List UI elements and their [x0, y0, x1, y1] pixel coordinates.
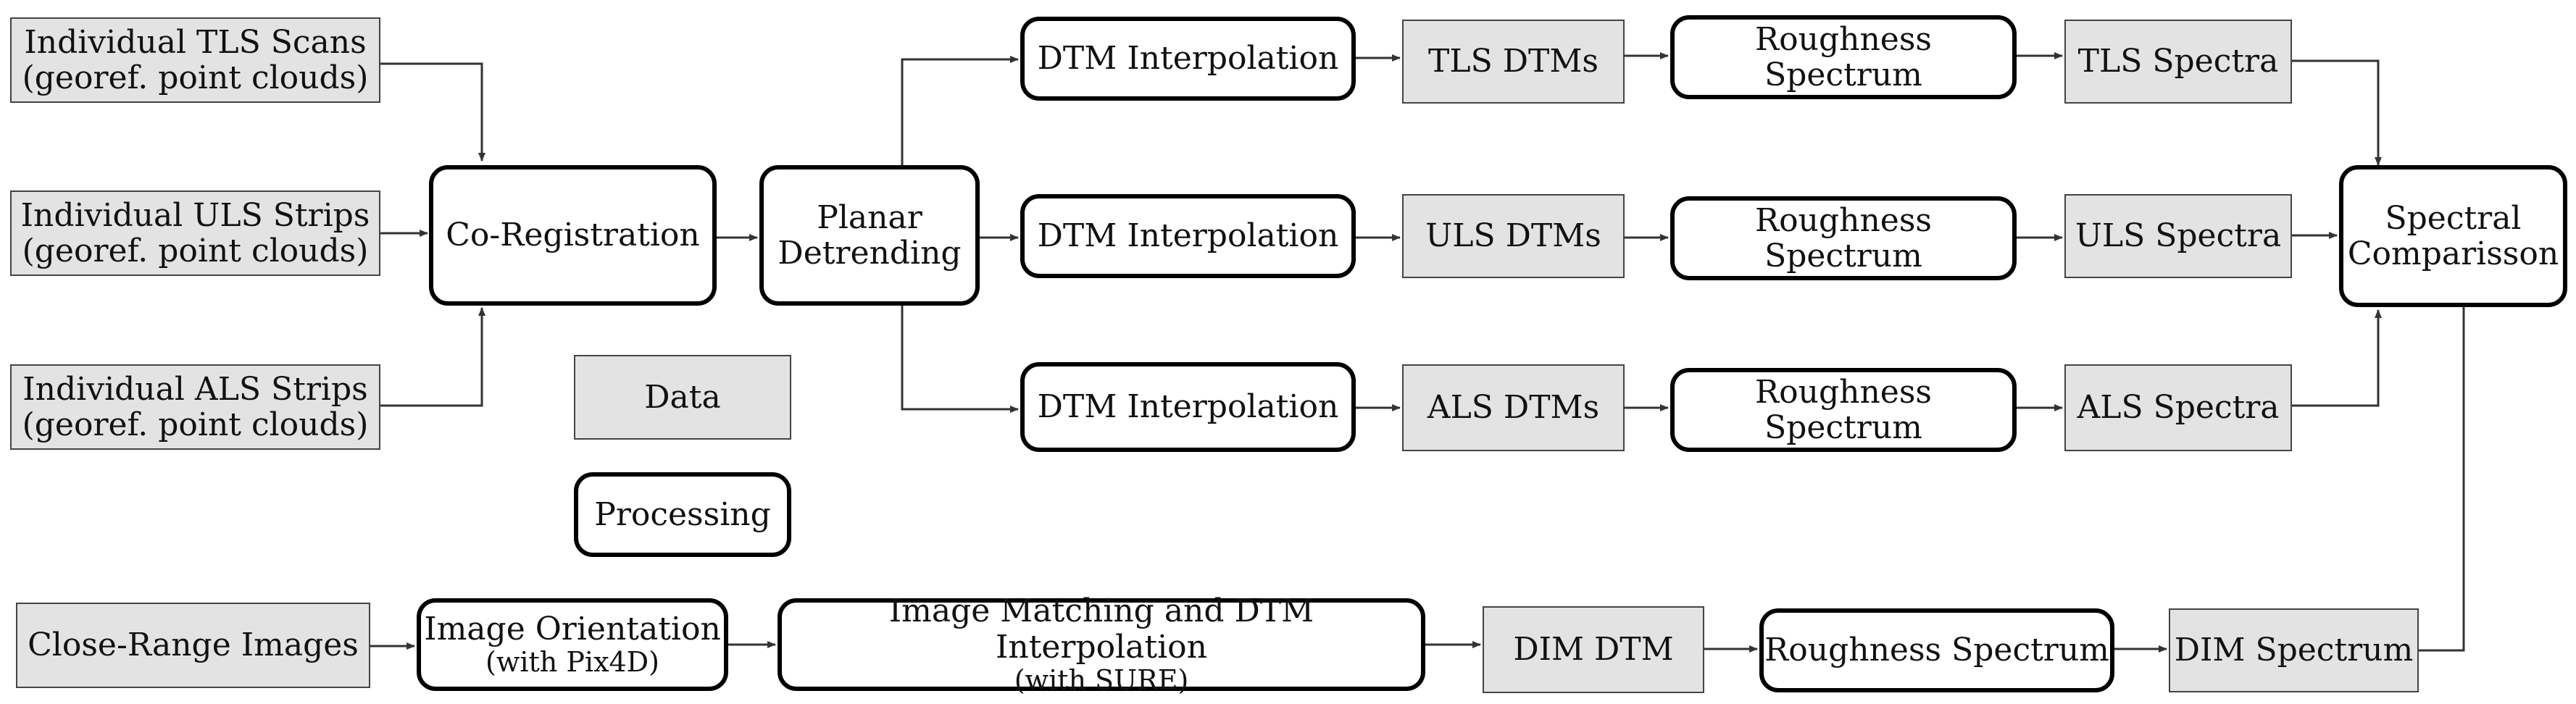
- comparison-line2: Comparisson: [2347, 235, 2559, 272]
- tls-dtms-label: TLS DTMs: [1428, 43, 1598, 80]
- arrow-detrend-to-als-interp: [901, 304, 1019, 413]
- arrow-als-to-coreg: [380, 307, 485, 407]
- arrow-tls-spectra-to-comparison: [2292, 59, 2382, 166]
- dim-roughness-spectrum: Roughness Spectrum: [1759, 608, 2114, 692]
- uls-interp-label: DTM Interpolation: [1037, 217, 1339, 255]
- als-interp-label: DTM Interpolation: [1037, 388, 1339, 426]
- input-tls-line1: Individual TLS Scans: [24, 23, 367, 61]
- orientation-line2: (with Pix4D): [485, 646, 659, 679]
- tls-rough-label: Roughness Spectrum: [1755, 20, 1932, 93]
- process-planar-detrending: Planar Detrending: [759, 165, 980, 306]
- legend-data: Data: [574, 355, 791, 440]
- als-dtm-interpolation: DTM Interpolation: [1020, 362, 1356, 452]
- uls-rough-label: Roughness Spectrum: [1755, 201, 1932, 275]
- process-spectral-comparison: Spectral Comparisson: [2339, 165, 2567, 307]
- als-roughness-spectrum: Roughness Spectrum: [1670, 368, 2017, 452]
- input-als-strips: Individual ALS Strips (georef. point clo…: [10, 364, 380, 450]
- tls-spectra: TLS Spectra: [2064, 20, 2292, 104]
- arrow-dim-spectrum-to-comparison: [2419, 271, 2467, 652]
- input-tls-scans: Individual TLS Scans (georef. point clou…: [10, 17, 380, 103]
- dim-spectrum: DIM Spectrum: [2169, 608, 2419, 692]
- matching-line2: (with SURE): [1014, 664, 1189, 696]
- legend-processing: Processing: [574, 472, 791, 557]
- tls-roughness-spectrum: Roughness Spectrum: [1670, 15, 2017, 99]
- als-rough-label: Roughness Spectrum: [1755, 373, 1932, 446]
- uls-roughness-spectrum: Roughness Spectrum: [1670, 196, 2017, 280]
- uls-dtms: ULS DTMs: [1402, 194, 1625, 278]
- input-uls-line1: Individual ULS Strips: [20, 196, 370, 234]
- close-range-images: Close-Range Images: [16, 603, 370, 688]
- arrow-tls-to-coreg: [380, 62, 485, 162]
- tls-interp-label: DTM Interpolation: [1037, 40, 1339, 77]
- co-registration-label: Co-Registration: [446, 217, 700, 254]
- legend-data-label: Data: [644, 378, 721, 416]
- detrending-line2: Detrending: [778, 235, 962, 272]
- als-spectra: ALS Spectra: [2064, 364, 2292, 451]
- tls-dtms: TLS DTMs: [1402, 20, 1625, 104]
- input-uls-line2: (georef. point clouds): [22, 232, 369, 269]
- uls-dtms-label: ULS DTMs: [1425, 217, 1601, 255]
- process-image-orientation: Image Orientation (with Pix4D): [417, 598, 728, 691]
- detrending-line1: Planar: [817, 198, 922, 236]
- arrow-detrend-to-tls-interp: [901, 56, 1019, 167]
- input-uls-strips: Individual ULS Strips (georef. point clo…: [10, 190, 380, 276]
- dim-rough-label: Roughness Spectrum: [1764, 632, 2109, 669]
- input-als-line1: Individual ALS Strips: [22, 370, 368, 408]
- tls-spectra-label: TLS Spectra: [2077, 43, 2279, 80]
- dim-dtm: DIM DTM: [1483, 606, 1704, 693]
- uls-spectra-label: ULS Spectra: [2075, 217, 2282, 255]
- process-co-registration: Co-Registration: [429, 165, 717, 306]
- comparison-line1: Spectral: [2385, 199, 2522, 237]
- dim-dtm-label: DIM DTM: [1513, 631, 1674, 669]
- uls-dtm-interpolation: DTM Interpolation: [1020, 194, 1356, 278]
- arrow-als-spectra-to-comparison: [2292, 309, 2382, 407]
- input-tls-line2: (georef. point clouds): [22, 59, 369, 96]
- als-spectra-label: ALS Spectra: [2077, 389, 2280, 427]
- dim-spectrum-label: DIM Spectrum: [2174, 632, 2414, 669]
- als-dtms: ALS DTMs: [1402, 364, 1625, 451]
- uls-spectra: ULS Spectra: [2064, 194, 2292, 278]
- als-dtms-label: ALS DTMs: [1427, 389, 1600, 427]
- tls-dtm-interpolation: DTM Interpolation: [1020, 17, 1356, 101]
- close-range-label: Close-Range Images: [28, 627, 359, 664]
- process-image-matching: Image Matching and DTM Interpolation (wi…: [778, 593, 1425, 695]
- input-als-line2: (georef. point clouds): [22, 406, 369, 443]
- orientation-line1: Image Orientation: [424, 611, 721, 648]
- legend-processing-label: Processing: [594, 495, 771, 533]
- matching-line1: Image Matching and DTM Interpolation: [888, 592, 1314, 666]
